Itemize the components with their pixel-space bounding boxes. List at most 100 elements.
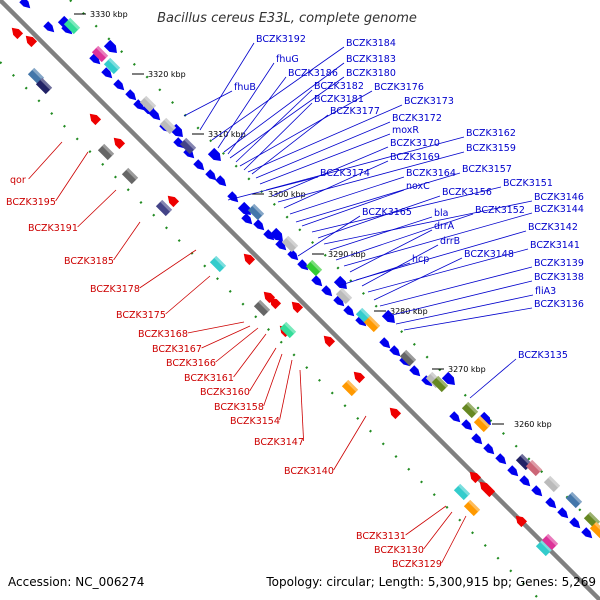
reverse-gene-label: BCZK3131: [356, 531, 406, 542]
forward-leader-line: [373, 257, 463, 301]
genome-summary-text: Topology: circular; Length: 5,300,915 bp…: [265, 575, 596, 589]
reverse-gene-label: BCZK3147: [254, 437, 304, 448]
forward-leader-line: [227, 176, 319, 201]
forward-leader-line: [223, 62, 345, 153]
forward-leader-line: [239, 90, 373, 167]
reverse-gene: [389, 407, 402, 420]
reverse-gene-label: BCZK3161: [184, 373, 234, 384]
forward-gene-label: BCZK3181: [314, 94, 364, 105]
forward-gene: [449, 411, 461, 423]
forward-gene: [103, 39, 117, 53]
reverse-gene-label: qor: [10, 175, 26, 186]
forward-gene-label: BCZK3136: [534, 299, 584, 310]
forward-gene-label: BCZK3151: [503, 178, 553, 189]
forward-gene-label: BCZK3170: [390, 138, 440, 149]
forward-gene-label: BCZK3152: [475, 205, 525, 216]
forward-gene-label: BCZK3182: [314, 81, 364, 92]
feature-box: [589, 521, 600, 539]
forward-gene: [441, 371, 455, 385]
forward-gene: [569, 517, 581, 529]
feature-box: [253, 299, 271, 317]
feature-box: [363, 315, 381, 333]
feature-box: [335, 287, 353, 305]
reverse-leader-line: [263, 353, 283, 407]
forward-gene: [421, 375, 433, 387]
reverse-gene-label: BCZK3175: [116, 310, 166, 321]
forward-gene: [483, 443, 495, 455]
forward-leader-line: [235, 89, 313, 163]
forward-gene: [495, 453, 507, 465]
forward-leader-line: [259, 133, 391, 185]
forward-gene: [545, 497, 557, 509]
reverse-leader-line: [279, 359, 293, 421]
forward-gene: [379, 337, 391, 349]
forward-gene: [343, 305, 355, 317]
forward-leader-line: [265, 136, 465, 191]
forward-gene-label: BCZK3165: [362, 207, 412, 218]
reverse-gene-label: BCZK3185: [64, 256, 114, 267]
reverse-leader-line: [333, 415, 367, 471]
forward-gene-label: BCZK3142: [528, 222, 578, 233]
reverse-leader-line: [187, 321, 245, 334]
forward-gene-label: BCZK3138: [534, 272, 584, 283]
reverse-gene-label: BCZK3168: [138, 329, 188, 340]
forward-gene-label: fliA3: [535, 286, 556, 297]
gene-features: [11, 0, 600, 557]
reverse-leader-line: [55, 151, 89, 202]
feature-box: [209, 255, 227, 273]
map-title: Bacillus cereus E33L, complete genome: [157, 11, 417, 26]
forward-gene: [287, 249, 299, 261]
feature-box: [155, 199, 173, 217]
accession-text: Accession: NC_006274: [8, 575, 144, 589]
feature-box: [281, 235, 299, 253]
reverse-gene-label: BCZK3191: [28, 223, 78, 234]
forward-gene: [297, 259, 309, 271]
feature-box: [431, 375, 449, 393]
forward-gene-label: BCZK3148: [464, 249, 514, 260]
forward-gene-label: BCZK3180: [346, 68, 396, 79]
forward-leader-line: [255, 121, 391, 179]
feature-box: [399, 349, 417, 367]
forward-gene: [133, 99, 145, 111]
forward-gene-label: noxC: [406, 181, 430, 192]
forward-leader-line: [295, 172, 461, 223]
forward-gene-label: BCZK3174: [320, 168, 370, 179]
reverse-leader-line: [249, 347, 277, 392]
forward-leader-line: [283, 160, 389, 209]
forward-gene: [89, 53, 101, 65]
feature-box: [247, 203, 265, 221]
forward-gene-label: BCZK3172: [392, 113, 442, 124]
forward-gene: [125, 89, 137, 101]
reverse-leader-line: [201, 325, 251, 349]
forward-gene: [581, 527, 593, 539]
forward-leader-line: [271, 146, 389, 197]
forward-gene: [237, 201, 251, 215]
reverse-gene: [113, 137, 126, 150]
forward-leader-line: [199, 42, 255, 131]
forward-leader-line: [211, 46, 345, 141]
forward-gene: [409, 365, 421, 377]
forward-gene-label: BCZK3144: [534, 204, 584, 215]
forward-gene: [311, 275, 323, 287]
feature-box: [463, 499, 481, 517]
reverse-leader-line: [299, 369, 304, 442]
forward-gene-label: BCZK3192: [256, 34, 306, 45]
feature-box: [453, 483, 471, 501]
forward-gene-label: drrB: [440, 236, 460, 247]
forward-leader-line: [301, 189, 405, 227]
forward-gene-label: BCZK3177: [330, 106, 380, 117]
feature-box: [103, 57, 121, 75]
reverse-leader-line: [139, 249, 197, 289]
forward-gene-label: BCZK3186: [288, 68, 338, 79]
forward-gene: [333, 295, 345, 307]
forward-gene-label: BCZK3164: [406, 168, 456, 179]
forward-gene-label: BCZK3183: [346, 54, 396, 65]
forward-leader-line: [469, 358, 517, 399]
reverse-leader-line: [233, 333, 267, 378]
forward-leader-line: [317, 195, 441, 239]
forward-gene-label: fhuB: [234, 82, 256, 93]
forward-gene-label: BCZK3146: [534, 192, 584, 203]
forward-leader-line: [289, 176, 405, 215]
